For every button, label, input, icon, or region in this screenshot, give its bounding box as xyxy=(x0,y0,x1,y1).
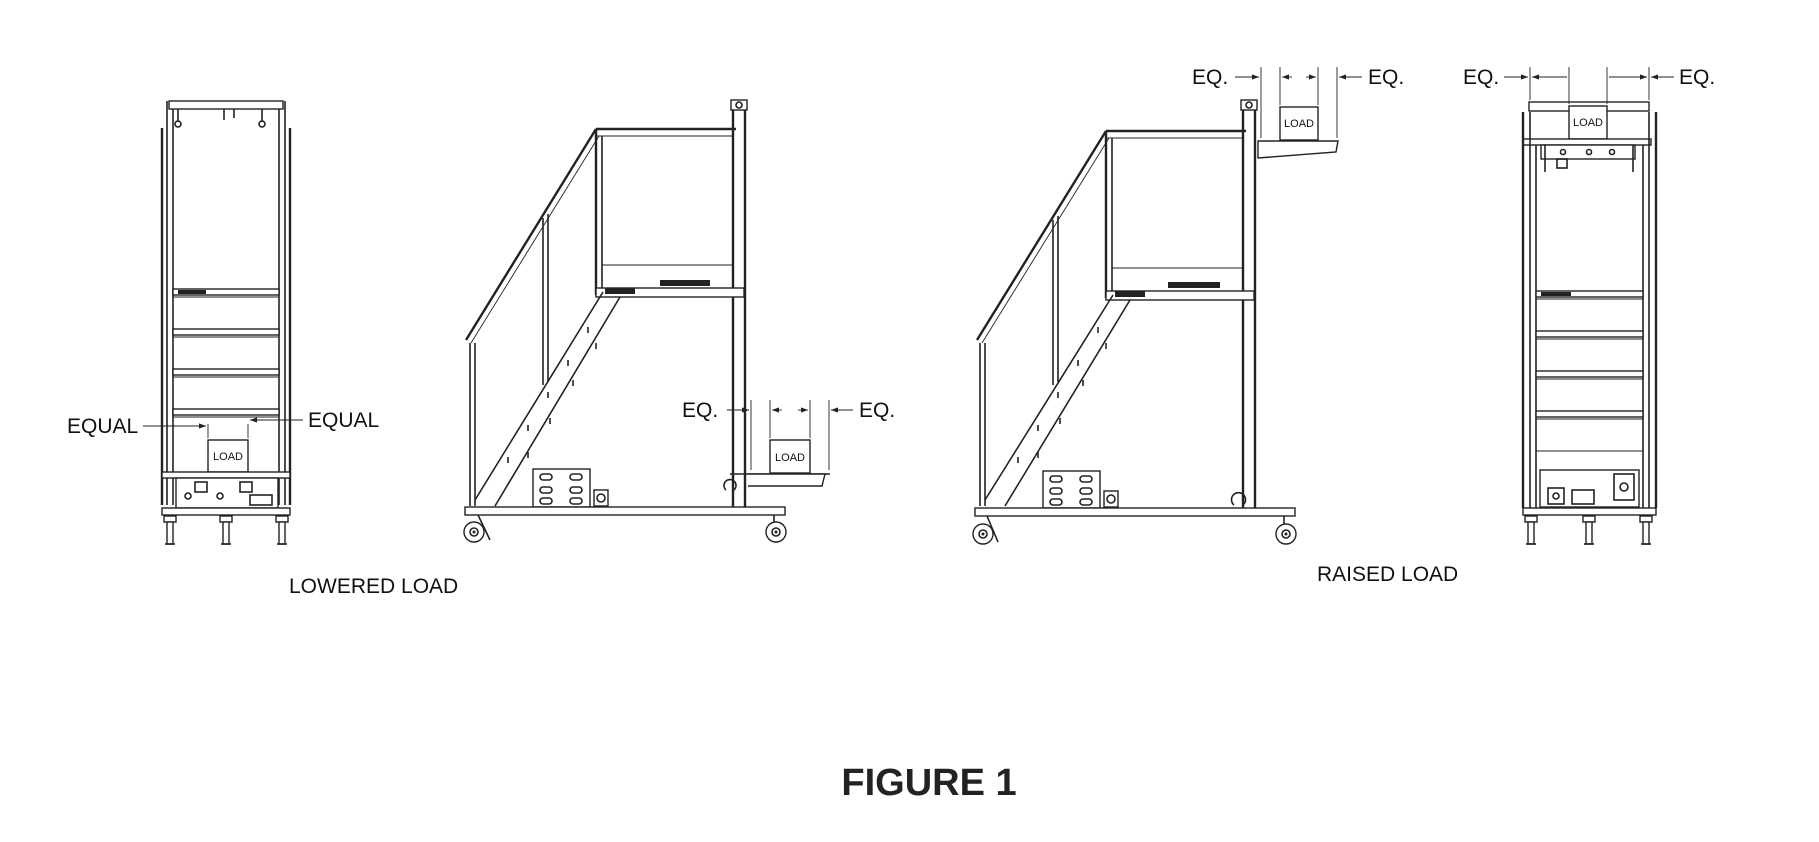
lowered-front-view: LOAD EQUAL EQUAL xyxy=(67,100,379,545)
lowered-side-view: LOAD EQ. EQ. xyxy=(463,99,895,543)
lowered-side-load-label: LOAD xyxy=(775,452,805,464)
equal-left-label: EQUAL xyxy=(67,415,138,438)
figure-title: FIGURE 1 xyxy=(841,762,1016,804)
raised-side-eq-left-label: EQ. xyxy=(1192,66,1228,89)
equal-right-label: EQUAL xyxy=(308,409,379,432)
raised-front-eq-left-label: EQ. xyxy=(1463,66,1499,89)
lowered-eq-left-label: EQ. xyxy=(682,399,718,422)
raised-side-load-label: LOAD xyxy=(1284,118,1314,130)
lowered-eq-right-label: EQ. xyxy=(859,399,895,422)
raised-side-view: LOAD EQ. EQ. xyxy=(972,66,1404,545)
raised-side-eq-right-label: EQ. xyxy=(1368,66,1404,89)
raised-front-load-label: LOAD xyxy=(1573,117,1603,129)
lowered-load-caption: LOWERED LOAD xyxy=(289,575,458,598)
raised-front-eq-right-label: EQ. xyxy=(1679,66,1715,89)
raised-load-caption: RAISED LOAD xyxy=(1317,563,1458,586)
lowered-front-load-label: LOAD xyxy=(213,451,243,463)
raised-front-view: LOAD xyxy=(1463,66,1715,545)
